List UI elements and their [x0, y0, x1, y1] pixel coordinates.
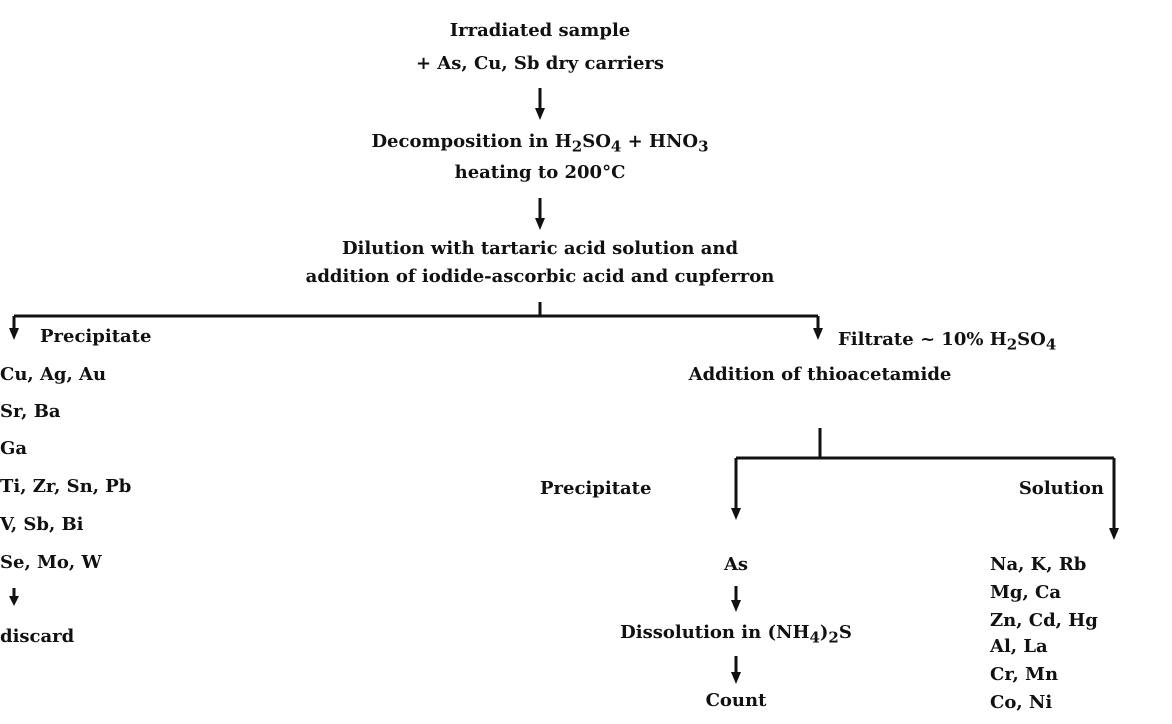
thioacetamide-label: Addition of thioacetamide [688, 364, 952, 385]
solution-element-row: Na, K, Rb [990, 554, 1087, 575]
solution-element-row: Mg, Ca [990, 582, 1062, 603]
solution-element-row: Cr, Mn [990, 664, 1059, 685]
left-element-row: Ti, Zr, Sn, Pb [0, 476, 132, 497]
arsenic-label: As [723, 554, 749, 575]
left-element-row: Cu, Ag, Au [0, 364, 107, 385]
discard-label: discard [0, 626, 75, 647]
left-precipitate-label: Precipitate [40, 326, 152, 347]
count-label: Count [705, 690, 767, 711]
dilution-label-2: addition of iodide-ascorbic acid and cup… [305, 266, 775, 287]
filtrate-label: Filtrate ~ 10% H2SO4 [838, 329, 1057, 354]
heating-label: heating to 200°C [454, 162, 626, 183]
sub-precipitate-label: Precipitate [540, 478, 652, 499]
left-element-row: Ga [0, 438, 28, 459]
carriers-label: + As, Cu, Sb dry carriers [415, 53, 665, 74]
dissolution-label: Dissolution in (NH4)2S [620, 622, 852, 647]
dilution-label-1: Dilution with tartaric acid solution and [341, 238, 739, 259]
solution-label: Solution [1018, 478, 1104, 499]
left-element-row: Se, Mo, W [0, 552, 102, 573]
left-element-row: Sr, Ba [0, 401, 61, 422]
solution-element-row: Zn, Cd, Hg [990, 610, 1098, 631]
decomposition-label: Decomposition in H2SO4 + HNO3 [371, 131, 709, 156]
solution-element-row: Al, La [990, 636, 1048, 657]
solution-element-row: Co, Ni [990, 692, 1053, 713]
sample-title: Irradiated sample [449, 20, 631, 41]
left-element-row: V, Sb, Bi [0, 514, 84, 535]
